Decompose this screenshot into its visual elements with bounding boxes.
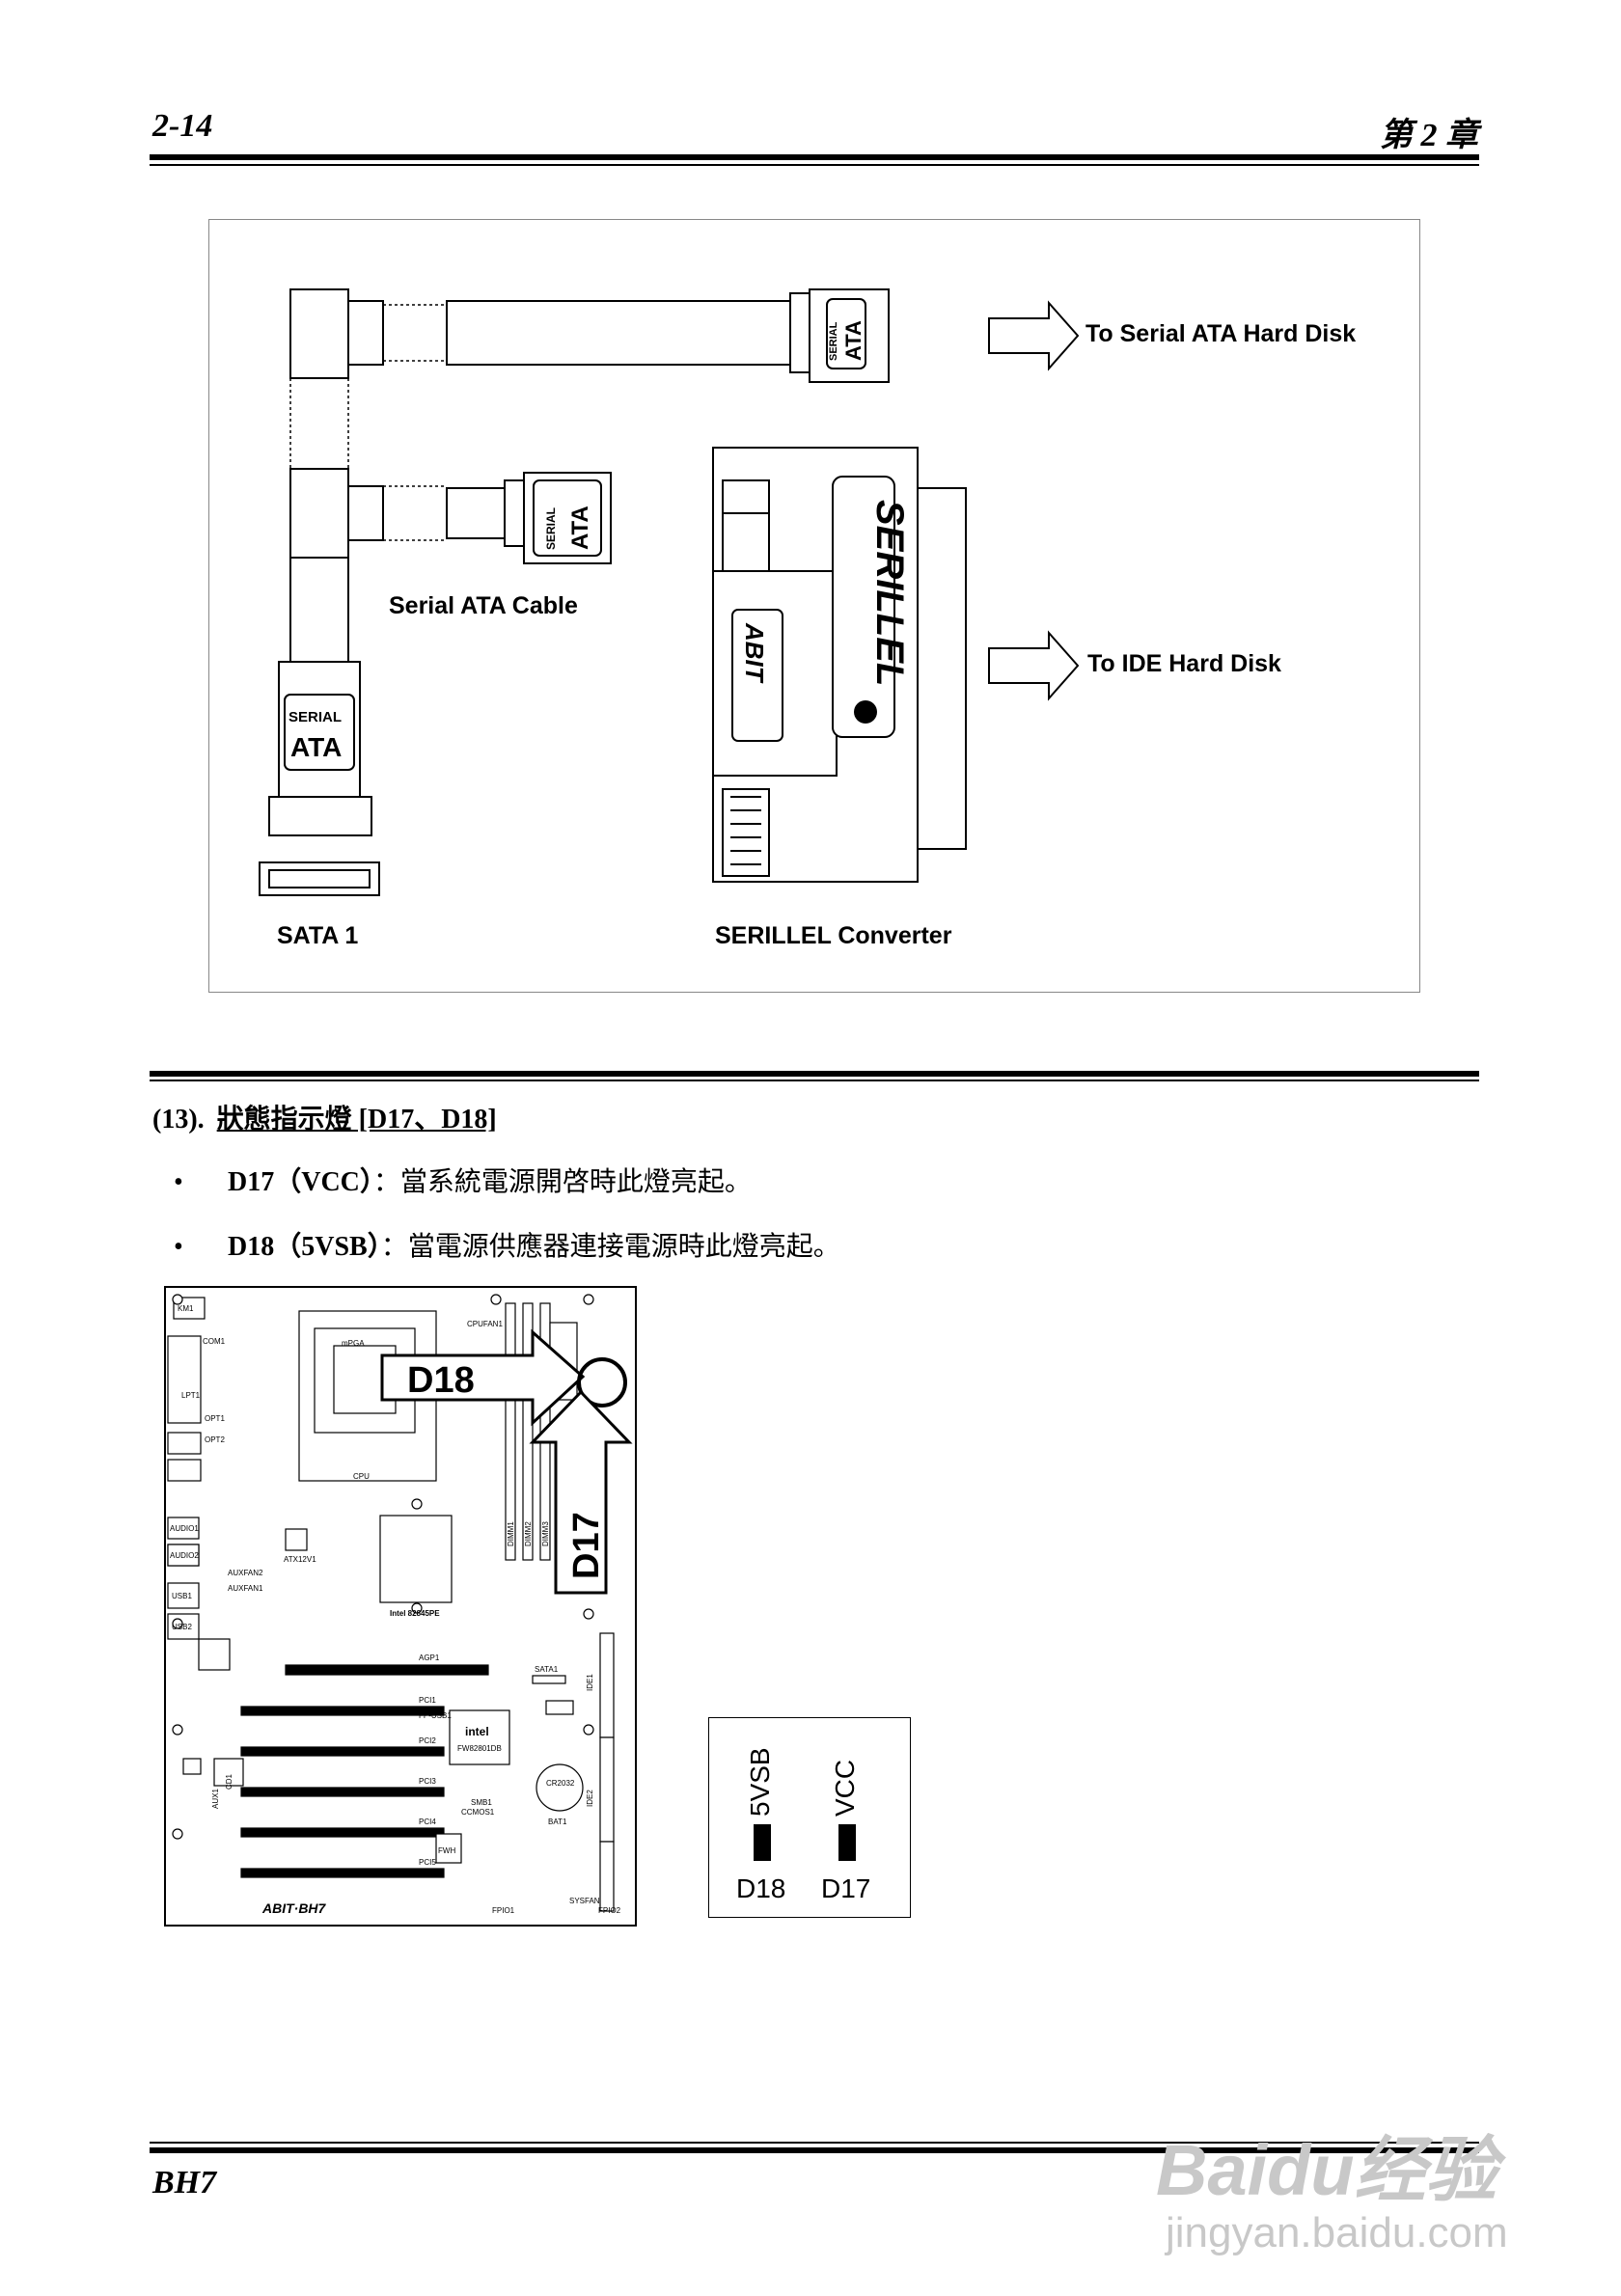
mb-label-usb2: USB2 xyxy=(172,1623,192,1631)
motherboard-layout: KM1 COM1 LPT1 OPT1 OPT2 AUDIO1 AUDIO2 US… xyxy=(164,1286,637,1927)
mb-label-cpu: CPU xyxy=(353,1472,370,1481)
chapter-title: 第 2 章 xyxy=(1380,118,1478,153)
footer-rule-thin xyxy=(150,2142,1479,2144)
mb-label-cpufan1: CPUFAN1 xyxy=(467,1320,503,1328)
mb-label-km1: KM1 xyxy=(178,1304,194,1313)
mb-label-cr2032: CR2032 xyxy=(546,1779,575,1788)
footer-model: BH7 xyxy=(152,2165,217,2200)
serillel-logo-dot xyxy=(854,700,877,724)
bullet-d17-code: D17（VCC） xyxy=(228,1167,373,1197)
section-rule-thick xyxy=(150,1071,1479,1077)
bullet-dot: • xyxy=(174,1167,183,1197)
label-to-sata-disk: To Serial ATA Hard Disk xyxy=(1085,320,1357,347)
label-serial-ata-cable: Serial ATA Cable xyxy=(389,592,578,619)
mb-label-audio1: AUDIO1 xyxy=(170,1524,199,1533)
bullet-d18: • D18（5VSB）：當電源供應器連接電源時此燈亮起。 xyxy=(174,1225,840,1264)
section-heading: (13). 狀態指示燈 [D17、D18] xyxy=(152,1098,497,1136)
mb-label-ide2: IDE2 xyxy=(586,1790,594,1807)
conn-mid-serial: SERIAL xyxy=(544,507,558,550)
mb-label-pci3: PCI3 xyxy=(419,1777,436,1786)
mb-label-usb1: USB1 xyxy=(172,1592,192,1600)
led-legend: 5VSB VCC D18 D17 xyxy=(708,1717,911,1918)
led-legend-vcc: VCC xyxy=(830,1760,860,1817)
mb-label-bat1: BAT1 xyxy=(548,1818,567,1826)
mb-label-lpt1: LPT1 xyxy=(181,1391,201,1400)
bullet-d17: • D17（VCC）：當系統電源開啓時此燈亮起。 xyxy=(174,1161,752,1199)
footer-rule-thick xyxy=(150,2147,1479,2153)
mb-label-fpusb1: FP-USB1 xyxy=(419,1711,452,1720)
mb-label-cd1: CD1 xyxy=(225,1773,234,1790)
mb-label-aux1: AUX1 xyxy=(211,1789,220,1809)
conn-top-ata: ATA xyxy=(841,320,865,361)
header-rule-thick xyxy=(150,154,1479,160)
d18-callout-arrow xyxy=(380,1328,586,1427)
mb-label-fpio2: FPIO2 xyxy=(598,1906,621,1915)
mb-label-mpga: mPGA xyxy=(342,1339,365,1348)
mb-label-opt2: OPT2 xyxy=(205,1435,225,1444)
d17-callout-label: D17 xyxy=(566,1512,607,1579)
header-rule-thin xyxy=(150,164,1479,166)
mb-label-sata1: SATA1 xyxy=(535,1665,559,1674)
mb-label-atx12v1: ATX12V1 xyxy=(284,1555,316,1564)
led-highlight-circle xyxy=(577,1357,627,1408)
abit-logo: ABIT xyxy=(740,622,769,684)
mb-label-pci4: PCI4 xyxy=(419,1818,436,1826)
bullet-d18-code: D18（5VSB） xyxy=(228,1232,381,1262)
conn-bottom-ata: ATA xyxy=(290,732,342,762)
d18-callout-label: D18 xyxy=(407,1360,475,1401)
led-d18-marker xyxy=(754,1824,771,1861)
conn-bottom-serial: SERIAL xyxy=(288,709,342,725)
mb-label-pci1: PCI1 xyxy=(419,1696,436,1705)
mb-label-sysfan: SYSFAN xyxy=(569,1897,600,1905)
label-to-ide-disk: To IDE Hard Disk xyxy=(1087,650,1281,677)
mb-label-dimm2: DIMM2 xyxy=(524,1521,533,1546)
page-number: 2-14 xyxy=(152,108,213,144)
mb-label-smb1: SMB1 xyxy=(471,1798,492,1807)
mb-label-pci5: PCI5 xyxy=(419,1858,436,1867)
sata-diagram: SERIAL ATA SERIAL ATA SERIAL ATA SERILLE… xyxy=(259,288,1080,896)
mb-label-com1: COM1 xyxy=(203,1337,226,1346)
mb-label-dimm1: DIMM1 xyxy=(507,1521,515,1546)
watermark-url: jingyan.baidu.com xyxy=(1166,2209,1508,2256)
d17-callout-arrow xyxy=(529,1389,633,1595)
label-sata1: SATA 1 xyxy=(277,922,359,949)
led-legend-d17: D17 xyxy=(821,1873,870,1903)
mb-label-chipset: Intel 82845PE xyxy=(390,1609,440,1618)
section-title: 狀態指示燈 [D17、D18] xyxy=(216,1105,497,1134)
bullet-dot: • xyxy=(174,1232,183,1262)
mb-model: ABIT·BH7 xyxy=(261,1900,327,1916)
mb-label-fwh: FWH xyxy=(438,1846,455,1855)
mb-label-audio2: AUDIO2 xyxy=(170,1551,199,1560)
watermark-brand: Baidu经验 xyxy=(1156,2130,1497,2210)
mb-label-dimm3: DIMM3 xyxy=(541,1521,550,1546)
bullet-d17-text: ：當系統電源開啓時此燈亮起。 xyxy=(372,1167,752,1197)
conn-mid-ata: ATA xyxy=(567,506,593,550)
mb-label-fw: FW82801DB xyxy=(457,1744,502,1753)
led-legend-d18: D18 xyxy=(736,1873,785,1903)
conn-top-serial: SERIAL xyxy=(828,321,839,361)
section-rule-thin xyxy=(150,1080,1479,1081)
bullet-d18-text: ：當電源供應器連接電源時此燈亮起。 xyxy=(380,1232,840,1262)
serillel-logo: SERILLEL xyxy=(868,500,911,686)
sata-figure-frame: SERIAL ATA SERIAL ATA SERIAL ATA SERILLE… xyxy=(208,219,1420,993)
mb-label-intel: intel xyxy=(465,1725,489,1738)
motherboard-drawing: KM1 COM1 LPT1 OPT1 OPT2 AUDIO1 AUDIO2 US… xyxy=(164,1286,637,1927)
led-d17-marker xyxy=(838,1824,856,1861)
mb-label-opt1: OPT1 xyxy=(205,1414,225,1423)
mb-label-auxfan1: AUXFAN1 xyxy=(228,1584,263,1593)
led-legend-5vsb: 5VSB xyxy=(745,1747,775,1817)
label-serillel-converter: SERILLEL Converter xyxy=(715,922,952,949)
mb-label-ide1: IDE1 xyxy=(586,1674,594,1691)
mb-label-agp1: AGP1 xyxy=(419,1654,440,1662)
section-number: (13). xyxy=(152,1105,205,1134)
led-legend-drawing: 5VSB VCC D18 D17 xyxy=(736,1747,870,1903)
mb-label-pci2: PCI2 xyxy=(419,1736,436,1745)
mb-label-auxfan2: AUXFAN2 xyxy=(228,1569,263,1577)
mb-label-ccmos1: CCMOS1 xyxy=(461,1808,495,1817)
mb-label-fpio1: FPIO1 xyxy=(492,1906,515,1915)
